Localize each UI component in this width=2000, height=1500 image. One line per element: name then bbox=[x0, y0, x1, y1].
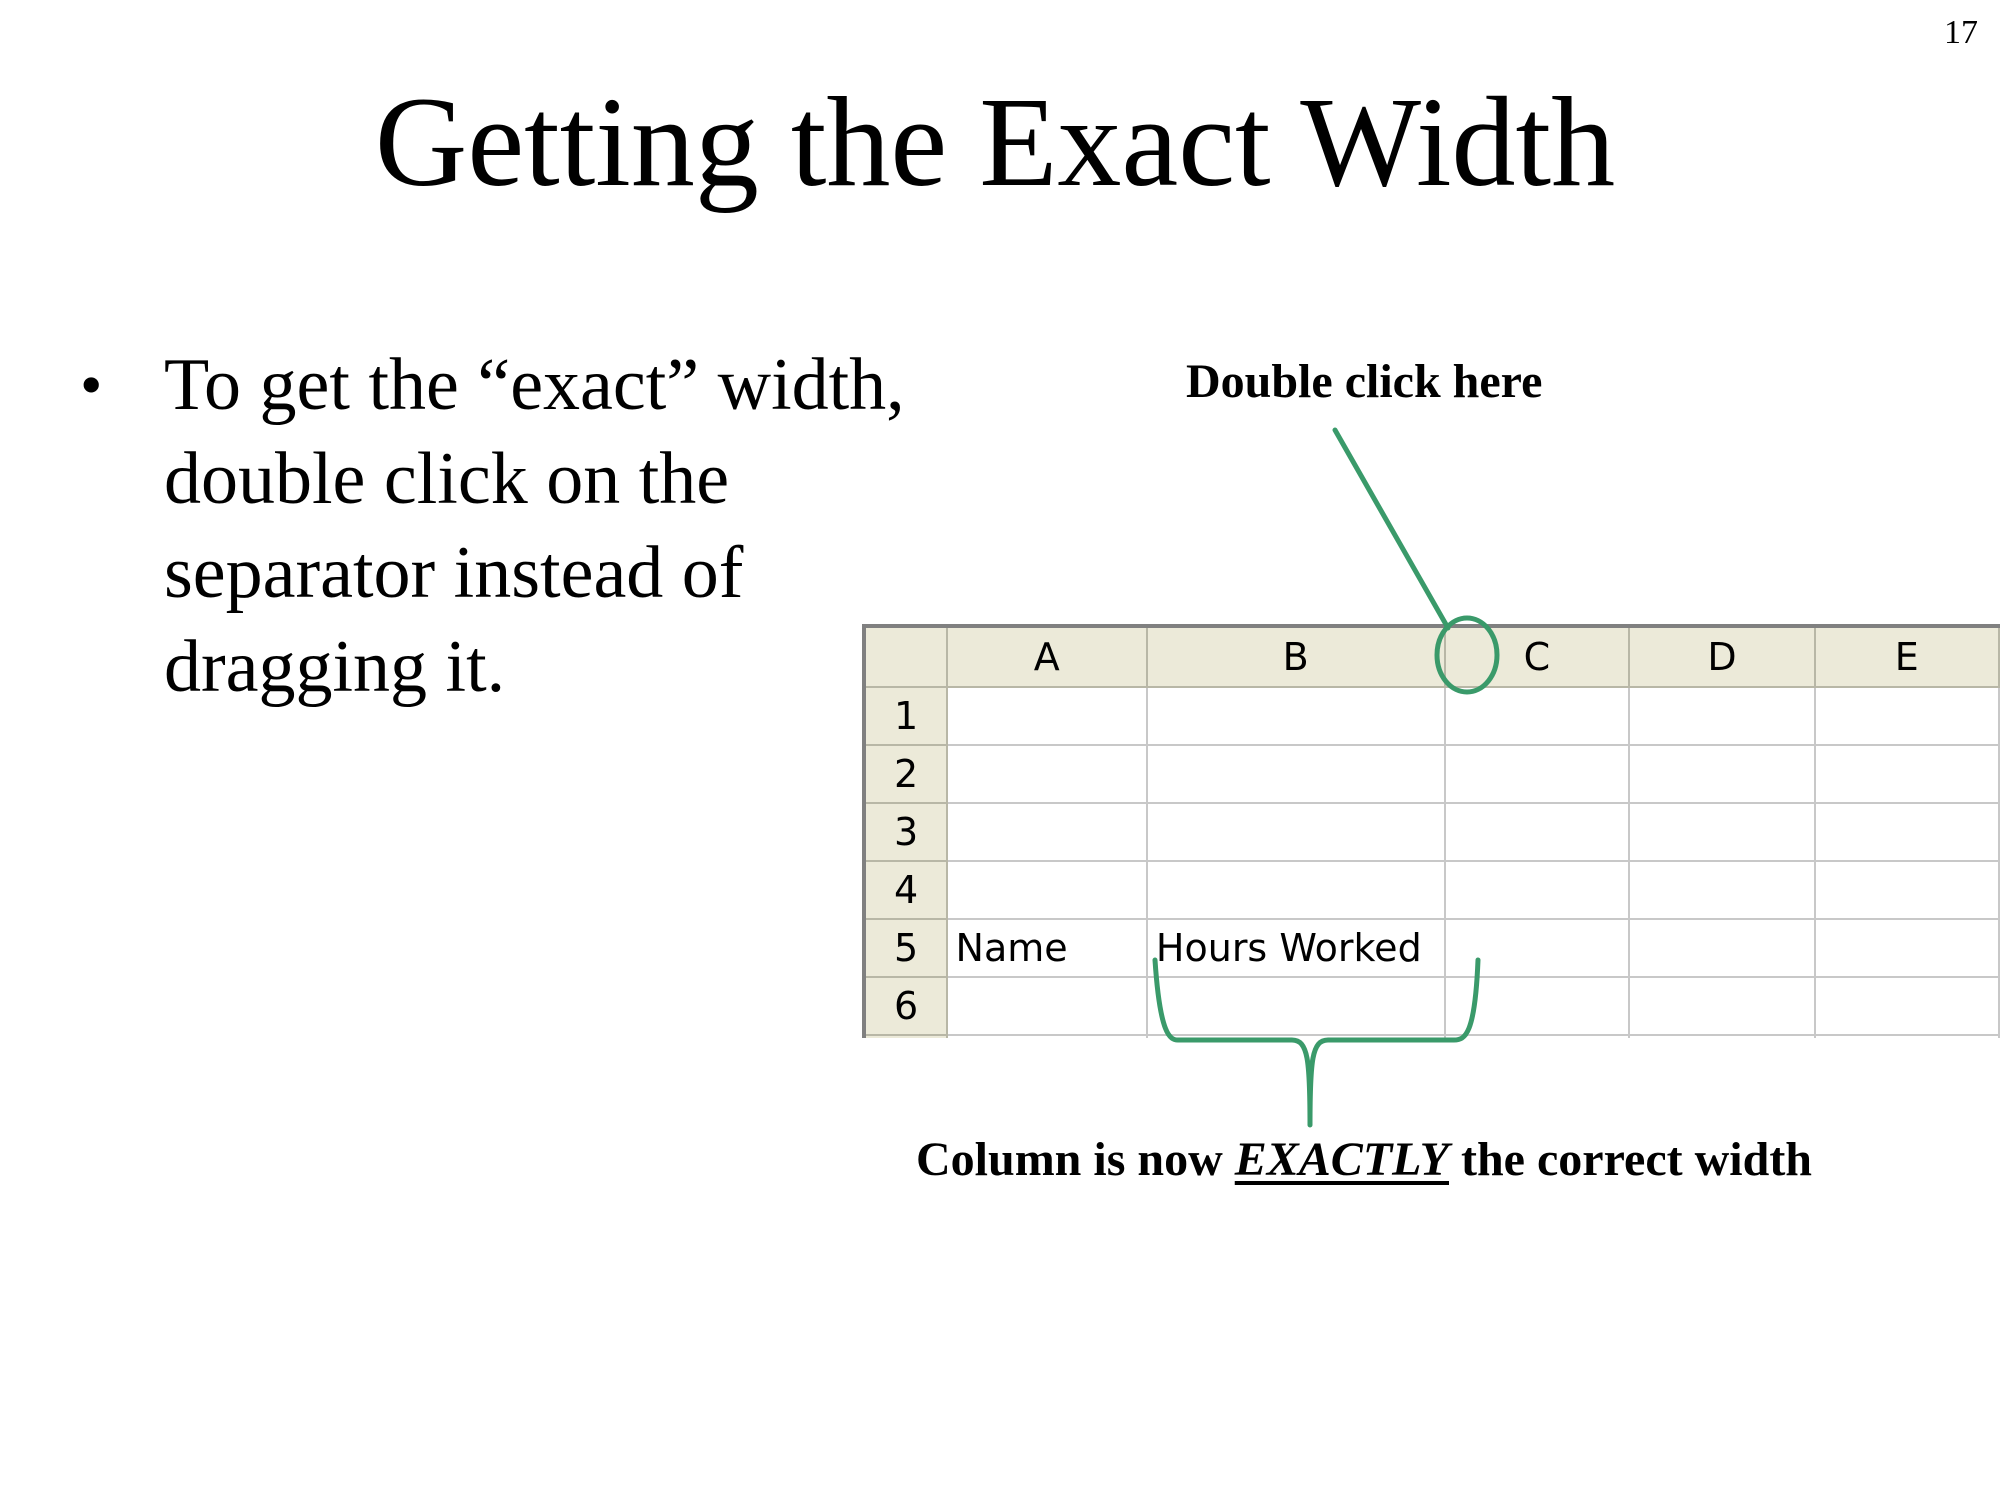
cell-a1[interactable] bbox=[946, 687, 1148, 746]
cell-c3[interactable] bbox=[1444, 803, 1631, 862]
callout-double-click: Double click here bbox=[1186, 355, 1543, 408]
cell-c7[interactable] bbox=[1444, 1035, 1631, 1038]
cell-d4[interactable] bbox=[1629, 861, 1816, 920]
cell-d3[interactable] bbox=[1629, 803, 1816, 862]
cell-b6[interactable] bbox=[1146, 977, 1446, 1036]
slide-title-text: Getting the Exact Width bbox=[374, 71, 1616, 213]
slide-title: Getting the Exact Width bbox=[0, 78, 2000, 206]
cell-e1[interactable] bbox=[1814, 687, 2000, 746]
bullet-point: • To get the “exact” width, double click… bbox=[80, 338, 980, 714]
column-header-e[interactable]: E bbox=[1814, 624, 2000, 688]
cell-e6[interactable] bbox=[1814, 977, 2000, 1036]
column-header-b[interactable]: B bbox=[1146, 624, 1446, 688]
cell-a3[interactable] bbox=[946, 803, 1148, 862]
cell-c1[interactable] bbox=[1444, 687, 1631, 746]
pointer-line bbox=[1332, 427, 1451, 631]
cell-d1[interactable] bbox=[1629, 687, 1816, 746]
row-header-4[interactable]: 4 bbox=[862, 861, 948, 920]
row-header-2[interactable]: 2 bbox=[862, 745, 948, 804]
cell-c2[interactable] bbox=[1444, 745, 1631, 804]
cell-b7[interactable] bbox=[1146, 1035, 1446, 1038]
callout-bottom-suffix: the correct width bbox=[1449, 1133, 1812, 1186]
cell-e2[interactable] bbox=[1814, 745, 2000, 804]
row-header-6[interactable]: 6 bbox=[862, 977, 948, 1036]
sheet-row-2: 2 bbox=[862, 745, 2000, 804]
cell-a4[interactable] bbox=[946, 861, 1148, 920]
column-header-row: A B C D E bbox=[862, 624, 2000, 688]
row-header-5[interactable]: 5 bbox=[862, 919, 948, 978]
cell-e3[interactable] bbox=[1814, 803, 2000, 862]
callout-bottom-emphasis: EXACTLY bbox=[1234, 1133, 1449, 1186]
cell-c4[interactable] bbox=[1444, 861, 1631, 920]
spreadsheet-screenshot: A B C D E 1 2 3 4 5 Name Hours Worked bbox=[862, 624, 2000, 1038]
column-header-d[interactable]: D bbox=[1629, 624, 1816, 688]
spreadsheet-grid: A B C D E 1 2 3 4 5 Name Hours Worked bbox=[862, 624, 2000, 1038]
select-all-corner[interactable] bbox=[862, 624, 948, 688]
cell-d5[interactable] bbox=[1629, 919, 1816, 978]
cell-c5[interactable] bbox=[1444, 919, 1631, 978]
cell-b1[interactable] bbox=[1146, 687, 1446, 746]
sheet-row-7 bbox=[862, 1035, 2000, 1038]
column-header-a[interactable]: A bbox=[946, 624, 1148, 688]
bullet-text: To get the “exact” width, double click o… bbox=[164, 344, 905, 708]
sheet-row-5: 5 Name Hours Worked bbox=[862, 919, 2000, 978]
cell-a7[interactable] bbox=[946, 1035, 1148, 1038]
cell-b3[interactable] bbox=[1146, 803, 1446, 862]
sheet-row-3: 3 bbox=[862, 803, 2000, 862]
cell-a2[interactable] bbox=[946, 745, 1148, 804]
cell-c6[interactable] bbox=[1444, 977, 1631, 1036]
sheet-row-1: 1 bbox=[862, 687, 2000, 746]
callout-bottom-prefix: Column is now bbox=[916, 1133, 1235, 1186]
cell-d6[interactable] bbox=[1629, 977, 1816, 1036]
column-header-c[interactable]: C bbox=[1444, 624, 1631, 688]
cell-e4[interactable] bbox=[1814, 861, 2000, 920]
row-header-3[interactable]: 3 bbox=[862, 803, 948, 862]
cell-e5[interactable] bbox=[1814, 919, 2000, 978]
cell-d7[interactable] bbox=[1629, 1035, 1816, 1038]
cell-d2[interactable] bbox=[1629, 745, 1816, 804]
cell-e7[interactable] bbox=[1814, 1035, 2000, 1038]
sheet-row-4: 4 bbox=[862, 861, 2000, 920]
cell-b4[interactable] bbox=[1146, 861, 1446, 920]
row-header-1[interactable]: 1 bbox=[862, 687, 948, 746]
slide-number: 17 bbox=[1944, 14, 1978, 51]
cell-b5[interactable]: Hours Worked bbox=[1146, 919, 1446, 978]
row-header-7[interactable] bbox=[862, 1035, 948, 1038]
cell-b2[interactable] bbox=[1146, 745, 1446, 804]
sheet-row-6: 6 bbox=[862, 977, 2000, 1036]
bullet-symbol: • bbox=[80, 349, 103, 420]
callout-exact-width: Column is now EXACTLY the correct width bbox=[916, 1132, 1812, 1187]
cell-a6[interactable] bbox=[946, 977, 1148, 1036]
cell-a5[interactable]: Name bbox=[946, 919, 1148, 978]
